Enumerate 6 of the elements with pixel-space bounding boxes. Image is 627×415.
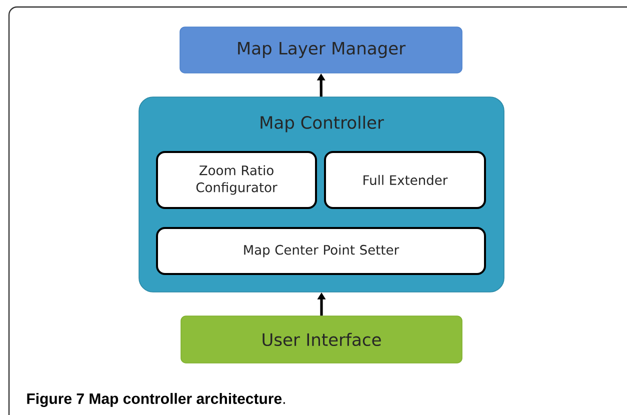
interface-box: User Interface [180, 316, 462, 364]
module-box: Zoom Ratio Configurator [156, 151, 317, 209]
module-box: Full Extender [324, 151, 486, 209]
figure-caption: Figure 7 Map controller architecture. [27, 392, 285, 408]
layer-box: Map Layer Manager [180, 26, 462, 74]
module-box: Map Center Point Setter [156, 227, 486, 275]
